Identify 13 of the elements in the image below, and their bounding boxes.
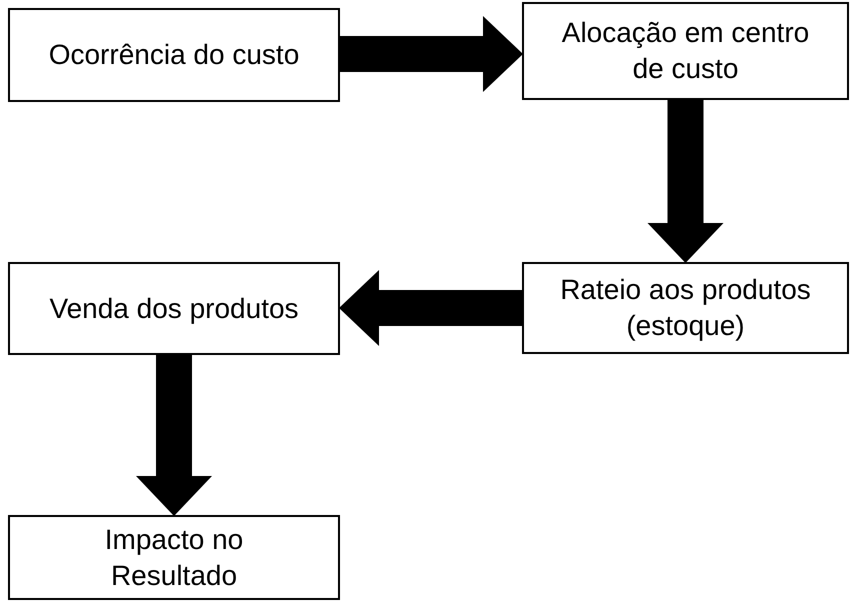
block-arrow: [340, 16, 523, 92]
process-box: [8, 8, 340, 102]
process-box: [8, 515, 340, 600]
process-box: [522, 2, 849, 100]
process-box: [8, 262, 340, 355]
box-label: Ocorrência do custo: [48, 38, 300, 72]
box-label: Venda dos produtos: [49, 292, 299, 326]
process-box: [522, 262, 849, 354]
box-label: Alocação em centro de custo: [560, 16, 810, 86]
box-label: Rateio aos produtos (estoque): [559, 273, 812, 343]
block-arrow: [648, 100, 724, 263]
block-arrow: [339, 270, 522, 346]
box-label: Impacto no Resultado: [104, 522, 244, 592]
